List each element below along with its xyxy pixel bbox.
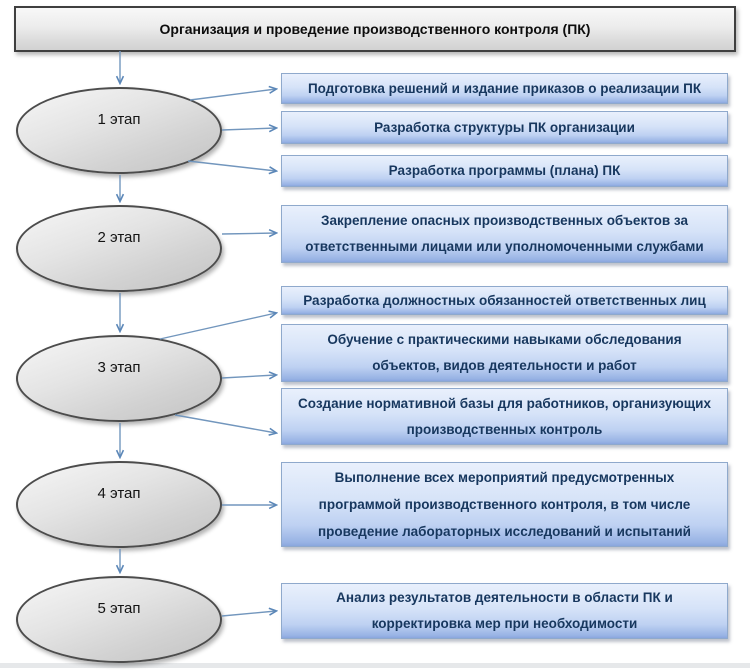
arrow-stage-3-to-box-1 bbox=[159, 313, 276, 340]
arrow-stage-5-to-box bbox=[221, 611, 276, 617]
arrow-stage-3-to-box-2 bbox=[221, 375, 276, 378]
arrow-stage-2-to-box bbox=[221, 233, 276, 234]
stage-3-box-2: Обучение с практическими навыками обслед… bbox=[281, 324, 728, 382]
stage-1-box-2: Разработка структуры ПК организации bbox=[281, 111, 728, 144]
stage-1-box-1: Подготовка решений и издание приказов о … bbox=[281, 73, 728, 104]
stage-5-box-1: Анализ результатов деятельности в област… bbox=[281, 583, 728, 639]
diagram-title: Организация и проведение производственно… bbox=[14, 6, 736, 52]
arrow-stage-1-to-box-3 bbox=[187, 160, 276, 171]
stage-2-ellipse: 2 этап bbox=[16, 205, 222, 292]
stage-2-box-1: Закрепление опасных производственных объ… bbox=[281, 205, 728, 263]
stage-1-ellipse: 1 этап bbox=[16, 87, 222, 174]
stage-4-label: 4 этап bbox=[97, 485, 141, 502]
stage-5-label: 5 этап bbox=[97, 600, 141, 617]
arrow-stage-3-to-box-3 bbox=[174, 414, 276, 433]
diagram-title-text: Организация и проведение производственно… bbox=[159, 21, 591, 37]
stage-4-ellipse: 4 этап bbox=[16, 461, 222, 548]
stage-4-box-1: Выполнение всех мероприятий предусмотрен… bbox=[281, 462, 728, 547]
arrow-stage-1-to-box-2 bbox=[221, 128, 276, 130]
stage-3-ellipse: 3 этап bbox=[16, 335, 222, 422]
stage-5-ellipse: 5 этап bbox=[16, 576, 222, 663]
stage-1-box-3: Разработка программы (плана) ПК bbox=[281, 155, 728, 187]
stage-1-label: 1 этап bbox=[97, 111, 141, 128]
stage-3-label: 3 этап bbox=[97, 359, 141, 376]
stage-3-box-1: Разработка должностных обязанностей отве… bbox=[281, 286, 728, 315]
arrow-stage-1-to-box-1 bbox=[189, 89, 276, 101]
stage-3-box-3: Создание нормативной базы для работников… bbox=[281, 388, 728, 445]
stage-2-label: 2 этап bbox=[97, 229, 141, 246]
bottom-edge-line bbox=[0, 663, 750, 668]
